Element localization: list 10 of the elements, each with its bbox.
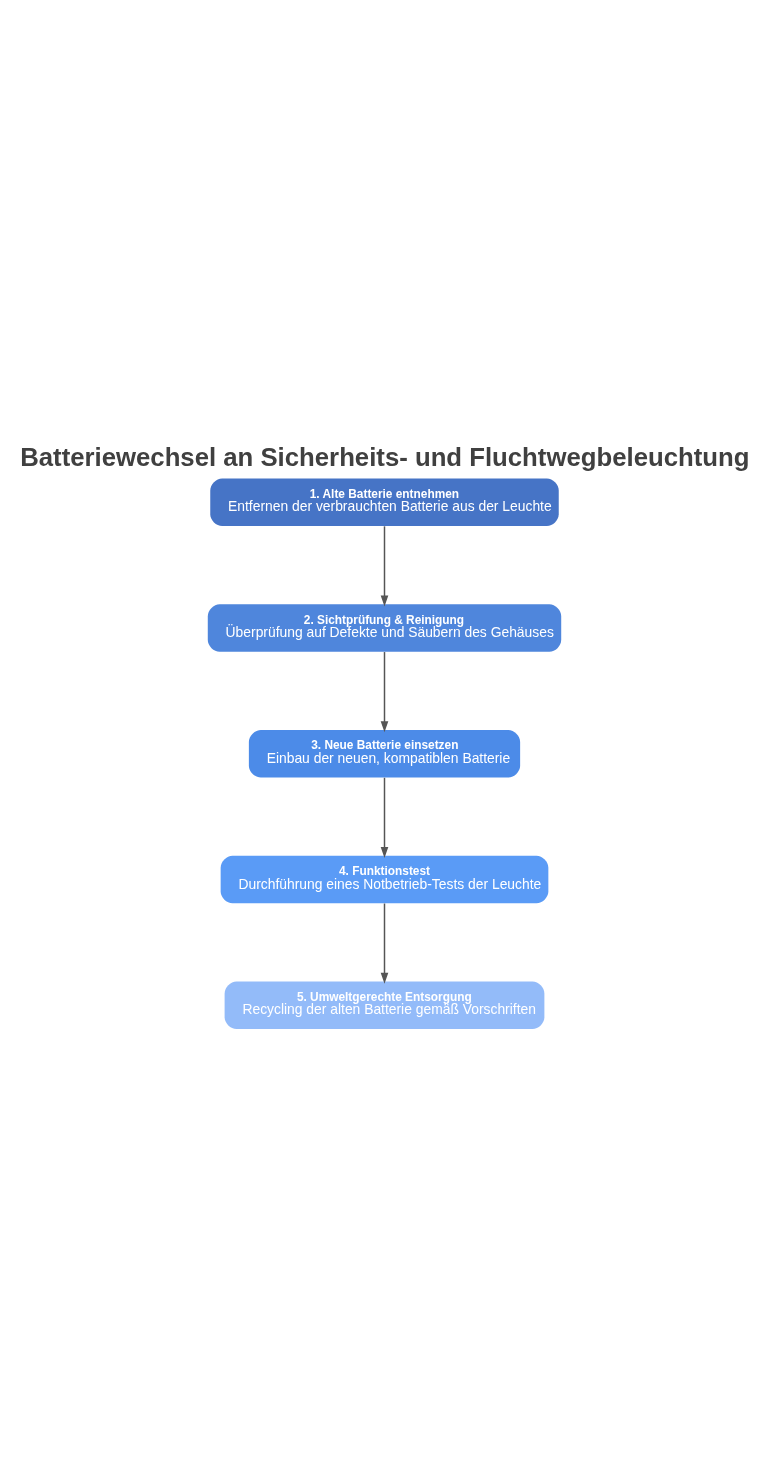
node-box: 5. Umweltgerechte Entsorgung Recycling der alten Batterie gemäß Vorschriften [224,981,545,1029]
diagram-title: Batteriewechsel an Sicherheits- und Fluchtwegbeleuchtung [20,442,750,471]
node-box: 4. Funktionstest Durchführung eines Notbetrieb-Tests der Leuchte [220,855,549,903]
node-box: 1. Alte Batterie entnehmen Entfernen der verbrauchten Batterie aus der Leuchte [210,478,559,526]
node-box: 3. Neue Batterie einsetzen Einbau der neuen, kompatiblen Batterie [248,729,521,778]
arrow [380,776,389,858]
node-box: 2. Sichtprüfung & Reinigung Überprüfung auf Defekte und Säubern des Gehäuses [207,603,562,652]
arrow [380,525,389,606]
arrow [380,902,389,984]
arrow [380,650,389,732]
